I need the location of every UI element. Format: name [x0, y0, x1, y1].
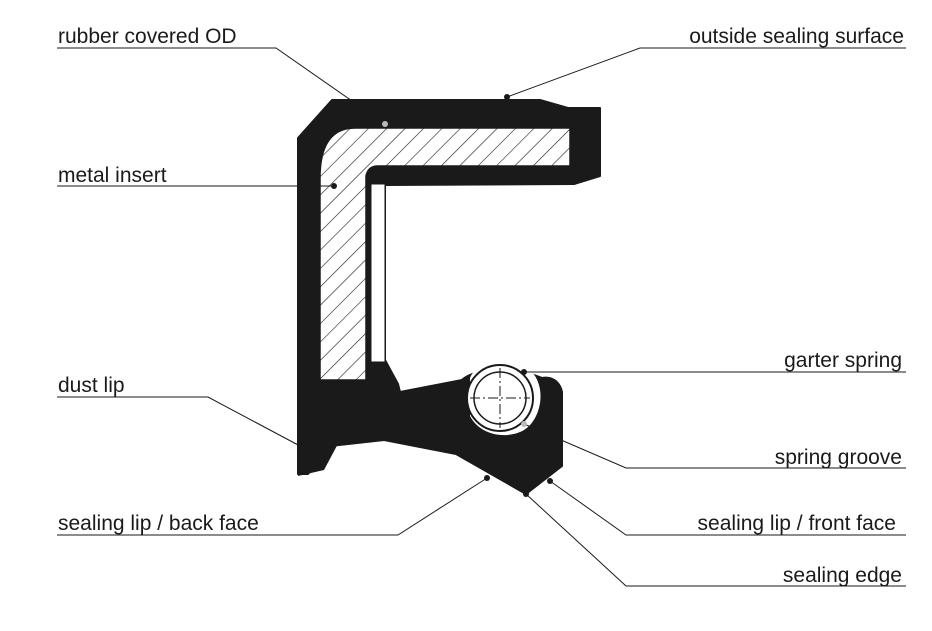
label-dust-lip: dust lip	[58, 374, 125, 397]
leader-sealing-lip-front-face	[549, 480, 906, 536]
leader-dust-lip	[57, 396, 301, 447]
leader-sealing-lip-back-face	[57, 477, 488, 536]
garter-spring-icon	[466, 364, 534, 432]
dot-spring-groove	[521, 421, 527, 427]
label-rubber-covered-od: rubber covered OD	[58, 25, 237, 48]
label-spring-groove: spring groove	[775, 446, 902, 469]
dot-garter-spring	[521, 369, 527, 375]
sealing-lip-edge	[462, 456, 548, 494]
label-garter-spring: garter spring	[784, 349, 902, 372]
dot-dust-lip	[297, 443, 303, 449]
leader-spring-groove	[523, 423, 906, 469]
dot-sealing-lip-back-face	[484, 475, 490, 481]
label-metal-insert: metal insert	[58, 164, 167, 187]
leader-rubber-covered-od	[57, 47, 386, 125]
metal-insert-section	[319, 127, 571, 381]
dust-lip-tip	[298, 428, 340, 476]
dot-outside-sealing-surface	[504, 94, 510, 100]
dot-rubber-covered-od	[382, 121, 388, 127]
leader-outside-sealing-surface	[506, 47, 906, 98]
leader-dots	[297, 94, 553, 497]
leader-lines	[57, 47, 906, 587]
label-sealing-edge: sealing edge	[783, 564, 902, 587]
dot-sealing-lip-front-face	[547, 478, 553, 484]
label-sealing-lip-front-face: sealing lip / front face	[698, 512, 896, 535]
inner-gap	[370, 183, 386, 363]
label-outside-sealing-surface: outside sealing surface	[689, 25, 904, 48]
label-sealing-lip-back-face: sealing lip / back face	[58, 512, 259, 535]
dot-metal-insert	[331, 183, 337, 189]
dot-sealing-edge	[523, 491, 529, 497]
leader-sealing-edge	[525, 493, 906, 587]
